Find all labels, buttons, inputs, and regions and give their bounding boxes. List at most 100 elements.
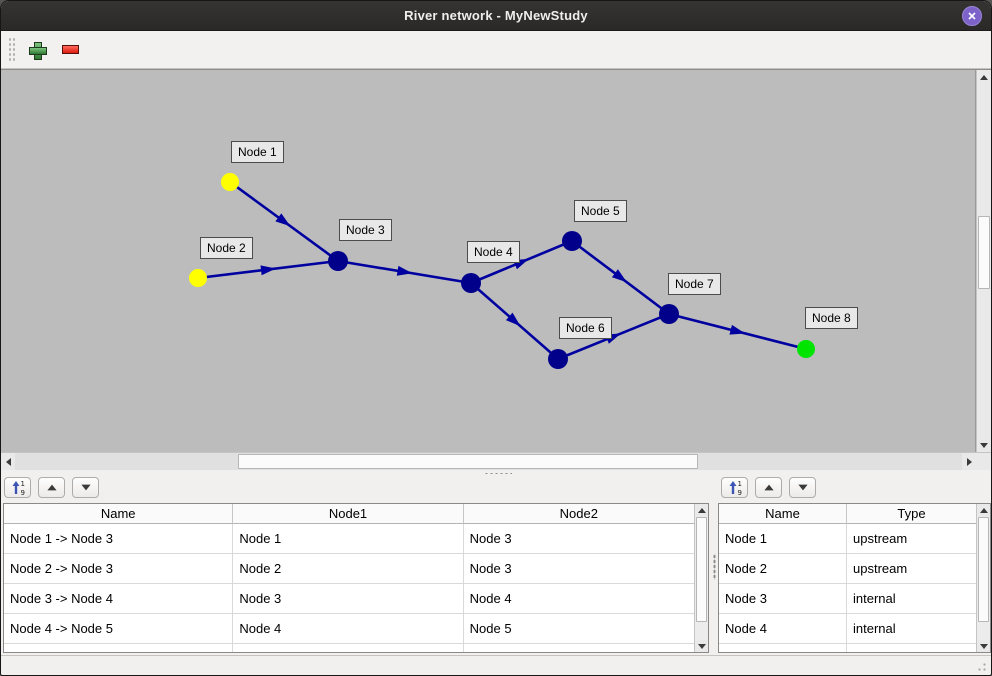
table-cell[interactable]	[464, 644, 694, 652]
node-label[interactable]: Node 3	[339, 219, 392, 241]
table-cell[interactable]: Node 2	[233, 554, 464, 584]
node-label[interactable]: Node 6	[559, 317, 612, 339]
flow-direction-arrow-icon	[611, 269, 627, 283]
table-cell[interactable]: upstream	[847, 554, 976, 584]
svg-text:1: 1	[737, 480, 741, 488]
table-cell[interactable]: Node 2	[719, 554, 848, 584]
table-cell[interactable]: internal	[847, 584, 976, 614]
table-cell[interactable]	[233, 644, 464, 652]
node-label[interactable]: Node 8	[805, 307, 858, 329]
scroll-down-button[interactable]	[977, 438, 991, 452]
table-cell[interactable]: Node 1	[233, 524, 464, 554]
column-header[interactable]: Type	[847, 504, 976, 524]
scroll-up-button[interactable]	[977, 70, 991, 84]
column-header[interactable]: Node2	[463, 504, 694, 524]
horizontal-splitter[interactable]	[1, 470, 991, 476]
remove-node-button[interactable]	[58, 38, 82, 62]
vertical-scroll-thumb[interactable]	[978, 216, 991, 289]
table-row[interactable]	[4, 644, 694, 652]
splitter-handle-icon	[713, 554, 716, 580]
table-cell[interactable]: Node 3	[719, 584, 848, 614]
move-node-up-button[interactable]	[755, 477, 782, 498]
river-network-canvas[interactable]: Node 1 Node 2 Node 3 Node 4 Node 5 Node 6 Node…	[1, 70, 977, 452]
nodes-table-scrollbar[interactable]	[976, 504, 990, 652]
scroll-right-button[interactable]	[962, 453, 977, 470]
toolbar-grip[interactable]	[8, 36, 15, 63]
move-node-down-button[interactable]	[789, 477, 816, 498]
network-node[interactable]	[189, 269, 207, 287]
column-header[interactable]: Name	[719, 504, 847, 524]
network-node[interactable]	[548, 349, 568, 369]
table-cell[interactable]: Node 3	[463, 524, 694, 554]
sort-branches-button[interactable]: 1 9	[4, 477, 31, 498]
table-cell[interactable]: Node 3 -> Node 4	[4, 584, 234, 614]
arrow-left-icon	[5, 457, 11, 466]
table-cell[interactable]: Node 5	[463, 614, 694, 644]
table-cell[interactable]: upstream	[847, 524, 976, 554]
network-node[interactable]	[328, 251, 348, 271]
node-label[interactable]: Node 7	[668, 273, 721, 295]
add-node-button[interactable]	[25, 38, 49, 62]
node-label[interactable]: Node 2	[200, 237, 253, 259]
scroll-left-button[interactable]	[1, 453, 15, 470]
table-cell[interactable]: internal	[847, 614, 976, 644]
table-cell[interactable]: Node 3	[233, 584, 464, 614]
table-cell[interactable]	[847, 644, 976, 652]
table-cell[interactable]	[4, 644, 234, 652]
branches-table-scrollbar[interactable]	[694, 504, 708, 652]
canvas-horizontal-scrollbar[interactable]	[1, 453, 977, 470]
column-header[interactable]: Node1	[233, 504, 464, 524]
network-node[interactable]	[221, 173, 239, 191]
table-cell[interactable]	[719, 644, 848, 652]
close-button[interactable]	[962, 6, 982, 26]
move-branch-down-button[interactable]	[72, 477, 99, 498]
minus-icon	[61, 45, 79, 54]
network-node[interactable]	[562, 231, 582, 251]
arrow-down-icon	[697, 643, 706, 649]
table-cell[interactable]: Node 4 -> Node 5	[4, 614, 234, 644]
network-node[interactable]	[797, 340, 815, 358]
node-label[interactable]: Node 1	[231, 141, 284, 163]
move-branch-up-button[interactable]	[38, 477, 65, 498]
table-cell[interactable]: Node 4	[463, 584, 694, 614]
sort-nodes-button[interactable]: 1 9	[721, 477, 748, 498]
canvas-vertical-scrollbar[interactable]	[976, 70, 991, 452]
network-node[interactable]	[659, 304, 679, 324]
flow-direction-arrow-icon	[505, 312, 521, 327]
network-node[interactable]	[461, 273, 481, 293]
node-label[interactable]: Node 5	[574, 200, 627, 222]
scroll-up-button[interactable]	[695, 504, 708, 516]
scroll-up-button[interactable]	[977, 504, 990, 516]
table-cell[interactable]: Node 2 -> Node 3	[4, 554, 234, 584]
scroll-down-button[interactable]	[977, 640, 990, 652]
flow-direction-arrow-icon	[260, 265, 276, 276]
resize-grip[interactable]	[974, 659, 987, 672]
flow-direction-arrow-icon	[729, 324, 746, 335]
table-cell[interactable]: Node 3	[463, 554, 694, 584]
node-label[interactable]: Node 4	[467, 241, 520, 263]
table-cell[interactable]: Node 1	[719, 524, 848, 554]
column-header[interactable]: Name	[4, 504, 234, 524]
table-cell[interactable]: Node 4	[719, 614, 848, 644]
vertical-splitter[interactable]	[711, 476, 718, 655]
table-row[interactable]	[719, 644, 976, 652]
scroll-down-button[interactable]	[695, 640, 708, 652]
table-cell[interactable]: Node 4	[233, 614, 464, 644]
vertical-scroll-thumb[interactable]	[696, 517, 707, 622]
table-cell[interactable]: Node 1 -> Node 3	[4, 524, 234, 554]
vertical-scroll-thumb[interactable]	[978, 517, 989, 622]
horizontal-scroll-thumb[interactable]	[238, 454, 698, 469]
